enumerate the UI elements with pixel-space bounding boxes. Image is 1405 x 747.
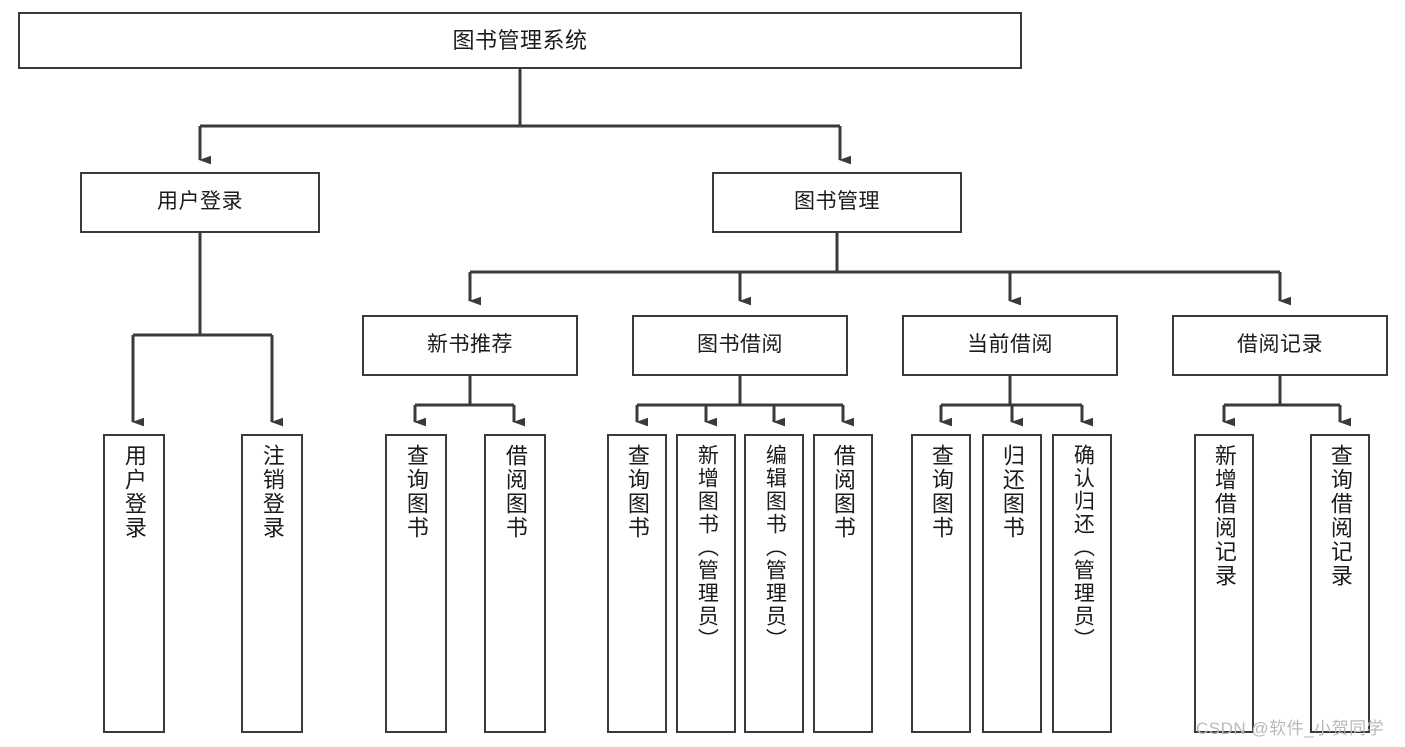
node-leaf-add-book[interactable]: 新增图书（管理员） <box>676 434 736 733</box>
node-borrow-record[interactable]: 借阅记录 <box>1172 315 1388 376</box>
node-leaf-edit-book[interactable]: 编辑图书（管理员） <box>744 434 804 733</box>
node-book-manage[interactable]: 图书管理 <box>712 172 962 233</box>
node-user-login[interactable]: 用户登录 <box>80 172 320 233</box>
node-book-borrow[interactable]: 图书借阅 <box>632 315 848 376</box>
node-leaf-borrow-book-1-label: 借阅图书 <box>502 444 528 540</box>
node-leaf-add-book-label: 新增图书（管理员） <box>695 444 719 651</box>
node-book-borrow-label: 图书借阅 <box>697 333 783 357</box>
node-leaf-return-book-label: 归还图书 <box>999 444 1025 540</box>
node-leaf-query-book-3[interactable]: 查询图书 <box>911 434 971 733</box>
node-leaf-user-login[interactable]: 用户登录 <box>103 434 165 733</box>
node-current-borrow-label: 当前借阅 <box>967 333 1053 357</box>
node-leaf-user-login-label: 用户登录 <box>121 444 147 540</box>
node-new-book-recommend-label: 新书推荐 <box>427 333 513 357</box>
node-leaf-confirm-return[interactable]: 确认归还（管理员） <box>1052 434 1112 733</box>
node-leaf-borrow-book-2[interactable]: 借阅图书 <box>813 434 873 733</box>
node-user-login-label: 用户登录 <box>157 190 243 214</box>
node-leaf-query-record-label: 查询借阅记录 <box>1327 444 1353 588</box>
node-book-manage-label: 图书管理 <box>794 190 880 214</box>
node-leaf-logout-label: 注销登录 <box>259 444 285 540</box>
watermark: CSDN @软件_小贺同学 <box>1196 719 1385 738</box>
node-leaf-query-book-2-label: 查询图书 <box>624 444 650 540</box>
node-leaf-query-book-1-label: 查询图书 <box>403 444 429 540</box>
node-leaf-confirm-return-label: 确认归还（管理员） <box>1071 444 1095 651</box>
node-leaf-query-book-1[interactable]: 查询图书 <box>385 434 447 733</box>
node-root[interactable]: 图书管理系统 <box>18 12 1022 69</box>
node-leaf-query-book-3-label: 查询图书 <box>928 444 954 540</box>
node-leaf-logout[interactable]: 注销登录 <box>241 434 303 733</box>
node-leaf-borrow-book-1[interactable]: 借阅图书 <box>484 434 546 733</box>
node-leaf-add-record-label: 新增借阅记录 <box>1211 444 1237 588</box>
node-current-borrow[interactable]: 当前借阅 <box>902 315 1118 376</box>
node-leaf-edit-book-label: 编辑图书（管理员） <box>763 444 787 651</box>
node-borrow-record-label: 借阅记录 <box>1237 333 1323 357</box>
node-leaf-query-record[interactable]: 查询借阅记录 <box>1310 434 1370 733</box>
node-leaf-query-book-2[interactable]: 查询图书 <box>607 434 667 733</box>
node-leaf-add-record[interactable]: 新增借阅记录 <box>1194 434 1254 733</box>
node-root-label: 图书管理系统 <box>452 27 588 53</box>
node-new-book-recommend[interactable]: 新书推荐 <box>362 315 578 376</box>
node-leaf-return-book[interactable]: 归还图书 <box>982 434 1042 733</box>
node-leaf-borrow-book-2-label: 借阅图书 <box>830 444 856 540</box>
